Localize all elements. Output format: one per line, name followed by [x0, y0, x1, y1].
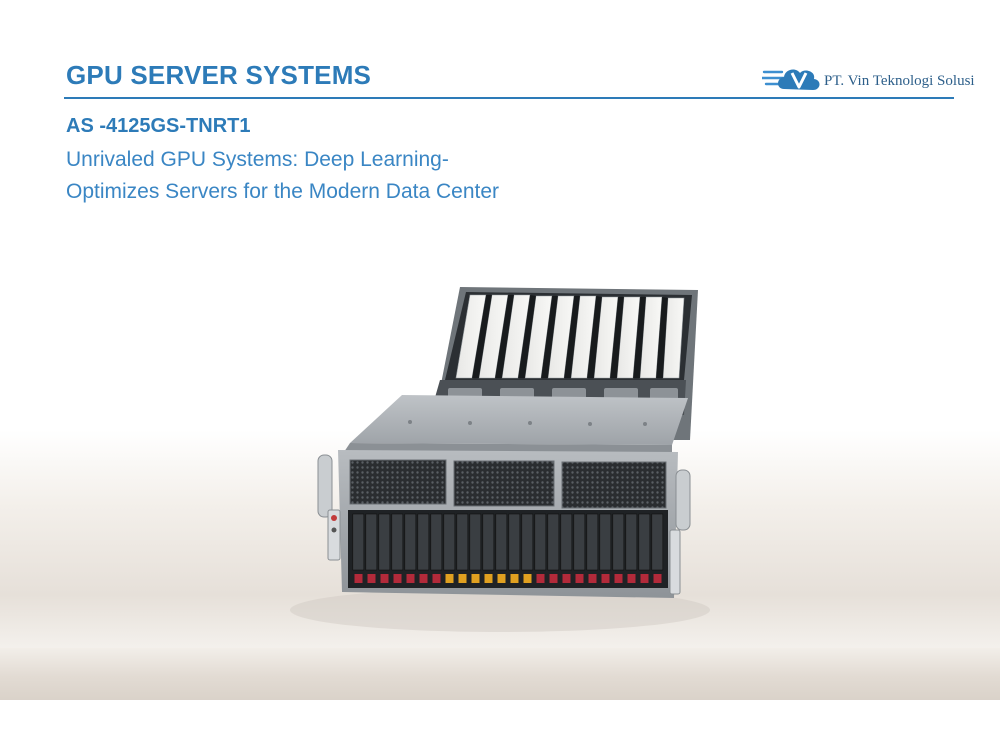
drive-tab	[549, 574, 558, 583]
drive-tab	[588, 574, 597, 583]
gpu-cards	[455, 294, 685, 379]
drive-bay	[443, 513, 456, 571]
header-divider	[64, 97, 954, 99]
drive-bay	[586, 513, 599, 571]
product-tagline-line2: Optimizes Servers for the Modern Data Ce…	[66, 180, 500, 203]
drive-tab	[354, 574, 363, 583]
product-model: AS -4125GS-TNRT1	[66, 115, 251, 137]
drive-bay	[352, 513, 365, 571]
drive-tab	[471, 574, 480, 583]
drive-tab	[393, 574, 402, 583]
drive-bay	[430, 513, 443, 571]
drive-tab	[406, 574, 415, 583]
drive-bay	[469, 513, 482, 571]
drive-tab	[510, 574, 519, 583]
drive-bay	[638, 513, 651, 571]
drive-tab	[432, 574, 441, 583]
drive-bay	[482, 513, 495, 571]
drive-tab	[458, 574, 467, 583]
drive-tab	[497, 574, 506, 583]
drive-tab	[419, 574, 428, 583]
drive-tab	[445, 574, 454, 583]
drive-tab	[614, 574, 623, 583]
drive-tab	[601, 574, 610, 583]
drive-tab	[380, 574, 389, 583]
drive-bay	[599, 513, 612, 571]
drive-bay	[404, 513, 417, 571]
drive-bays	[352, 513, 664, 583]
drive-bay	[365, 513, 378, 571]
drive-bay	[560, 513, 573, 571]
drive-bay	[534, 513, 547, 571]
company-name: PT. Vin Teknologi Solusi	[824, 73, 975, 89]
drive-tab	[367, 574, 376, 583]
drive-bay	[391, 513, 404, 571]
drive-bay	[378, 513, 391, 571]
drive-tab	[653, 574, 662, 583]
drive-bay	[612, 513, 625, 571]
drive-bay	[651, 513, 664, 571]
drive-bay	[625, 513, 638, 571]
drive-bay	[573, 513, 586, 571]
drive-bay	[521, 513, 534, 571]
drive-tab	[523, 574, 532, 583]
product-tagline-line1: Unrivaled GPU Systems: Deep Learning-	[66, 148, 449, 171]
drive-bay	[508, 513, 521, 571]
cloud-v-logo-icon	[762, 69, 820, 90]
drive-tab	[575, 574, 584, 583]
drive-tab	[627, 574, 636, 583]
drive-bay	[547, 513, 560, 571]
drive-bay	[495, 513, 508, 571]
drive-bay	[456, 513, 469, 571]
drive-tab	[536, 574, 545, 583]
drive-tab	[562, 574, 571, 583]
drive-tab	[640, 574, 649, 583]
drive-tab	[484, 574, 493, 583]
drive-bay	[417, 513, 430, 571]
page-title: GPU SERVER SYSTEMS	[66, 60, 372, 90]
